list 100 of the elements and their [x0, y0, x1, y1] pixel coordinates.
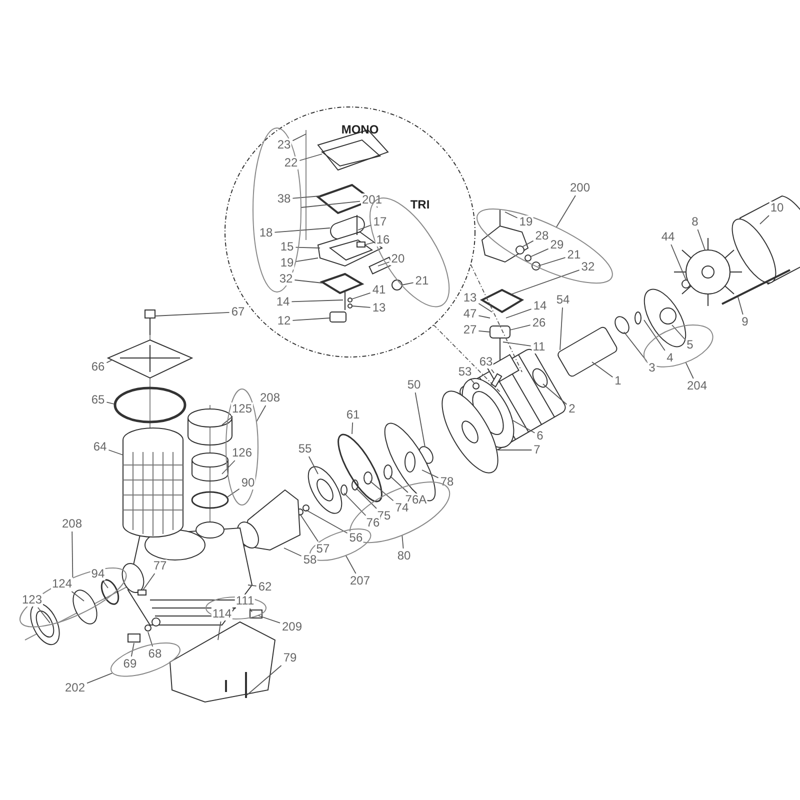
leader-line	[478, 315, 490, 318]
callout-number: 44	[660, 230, 676, 244]
leader-line	[86, 672, 113, 684]
callout-number: 50	[406, 378, 422, 392]
leader-line	[352, 292, 371, 300]
leader-line	[300, 200, 360, 208]
leader-line	[670, 244, 686, 280]
group-ellipse	[477, 208, 613, 284]
callout-number: 67	[230, 306, 246, 318]
leader-line	[218, 621, 222, 640]
leader-line	[478, 330, 490, 332]
leader-line	[300, 514, 319, 542]
callout-number: 14	[532, 300, 548, 312]
callout-number: 94	[90, 567, 106, 580]
leader-line	[308, 456, 318, 474]
leader-line	[672, 324, 686, 340]
leader-line	[71, 591, 84, 602]
leader-line	[356, 488, 377, 509]
callout-number: 124	[50, 577, 73, 590]
callout-number: 126	[230, 446, 254, 460]
callout-number: 20	[390, 252, 406, 266]
leader-line	[556, 195, 576, 228]
callout-number: 6	[536, 430, 544, 442]
group-ellipse	[20, 568, 126, 626]
leader-line	[358, 224, 372, 230]
leader-line	[685, 362, 694, 379]
leader-line	[258, 615, 280, 624]
leader-line	[226, 488, 240, 498]
callout-number: 65	[90, 394, 106, 406]
leader-line	[522, 240, 534, 248]
leader-line	[248, 584, 257, 586]
callout-number: 68	[147, 647, 163, 660]
callout-number: 66	[90, 360, 106, 374]
leader-line	[506, 308, 532, 318]
callout-number: 32	[278, 272, 294, 286]
callout-number: 13	[462, 292, 478, 304]
callout-number: 58	[302, 554, 318, 566]
callout-number: 16	[375, 233, 391, 246]
leader-line	[538, 257, 566, 266]
callout-number: 56	[348, 531, 364, 544]
group-number: 204	[686, 380, 708, 392]
callout-number: 3	[648, 362, 656, 374]
callout-number: 4	[666, 351, 674, 364]
leader-line	[738, 296, 744, 315]
group-number: 207	[348, 574, 372, 588]
leader-line	[414, 392, 426, 448]
leader-line	[504, 212, 518, 218]
leader-line	[306, 510, 348, 534]
callout-number: 55	[297, 442, 313, 456]
callout-number: 2	[568, 402, 576, 416]
callout-number: 19	[518, 215, 534, 228]
group-number: 202	[64, 682, 86, 694]
leader-line	[542, 384, 568, 405]
leader-line	[624, 332, 648, 362]
leader-line	[256, 405, 266, 422]
callout-number: 19	[279, 256, 295, 270]
leader-line	[345, 555, 356, 574]
version-label: TRI	[410, 198, 430, 212]
group-ellipse	[226, 389, 258, 505]
leader-line	[402, 534, 404, 549]
leader-line	[697, 229, 706, 250]
callout-number: 14	[275, 296, 291, 308]
leader-line	[491, 369, 494, 374]
leader-line	[760, 215, 770, 224]
callout-number: 27	[462, 324, 478, 336]
callout-number: 54	[555, 294, 571, 306]
group-number: 200	[568, 182, 592, 194]
callout-number: 123	[20, 593, 43, 606]
leader-line	[530, 248, 549, 258]
leader-line	[292, 134, 306, 142]
callout-number: 78	[439, 476, 455, 488]
leader-line	[512, 270, 580, 294]
callout-number: 57	[315, 542, 331, 556]
leader-line	[644, 320, 666, 351]
callout-number: 62	[257, 580, 273, 594]
leader-line	[106, 402, 114, 404]
callout-number: 26	[531, 316, 547, 330]
callout-number: 23	[276, 138, 292, 152]
callout-number: 53	[457, 366, 473, 378]
leader-line	[299, 154, 322, 161]
leader-line	[249, 608, 252, 612]
group-number: 208	[60, 518, 84, 530]
leader-line	[378, 262, 390, 266]
leader-line	[295, 246, 320, 248]
leader-line	[560, 307, 563, 350]
callout-number: 22	[283, 156, 299, 170]
leader-line	[222, 416, 234, 426]
leader-line	[510, 324, 531, 330]
callout-number: 74	[394, 501, 410, 514]
leader-line	[142, 573, 156, 590]
callout-number: 17	[372, 215, 388, 228]
leader-line	[294, 280, 322, 284]
callout-number: 1	[614, 374, 622, 388]
callout-number: 64	[92, 440, 108, 454]
leader-line	[512, 420, 536, 434]
leader-line	[592, 362, 614, 378]
callout-number: 7	[532, 444, 542, 456]
callout-number: 13	[371, 302, 387, 314]
leader-line	[470, 379, 474, 384]
group-number: 201	[360, 194, 384, 206]
